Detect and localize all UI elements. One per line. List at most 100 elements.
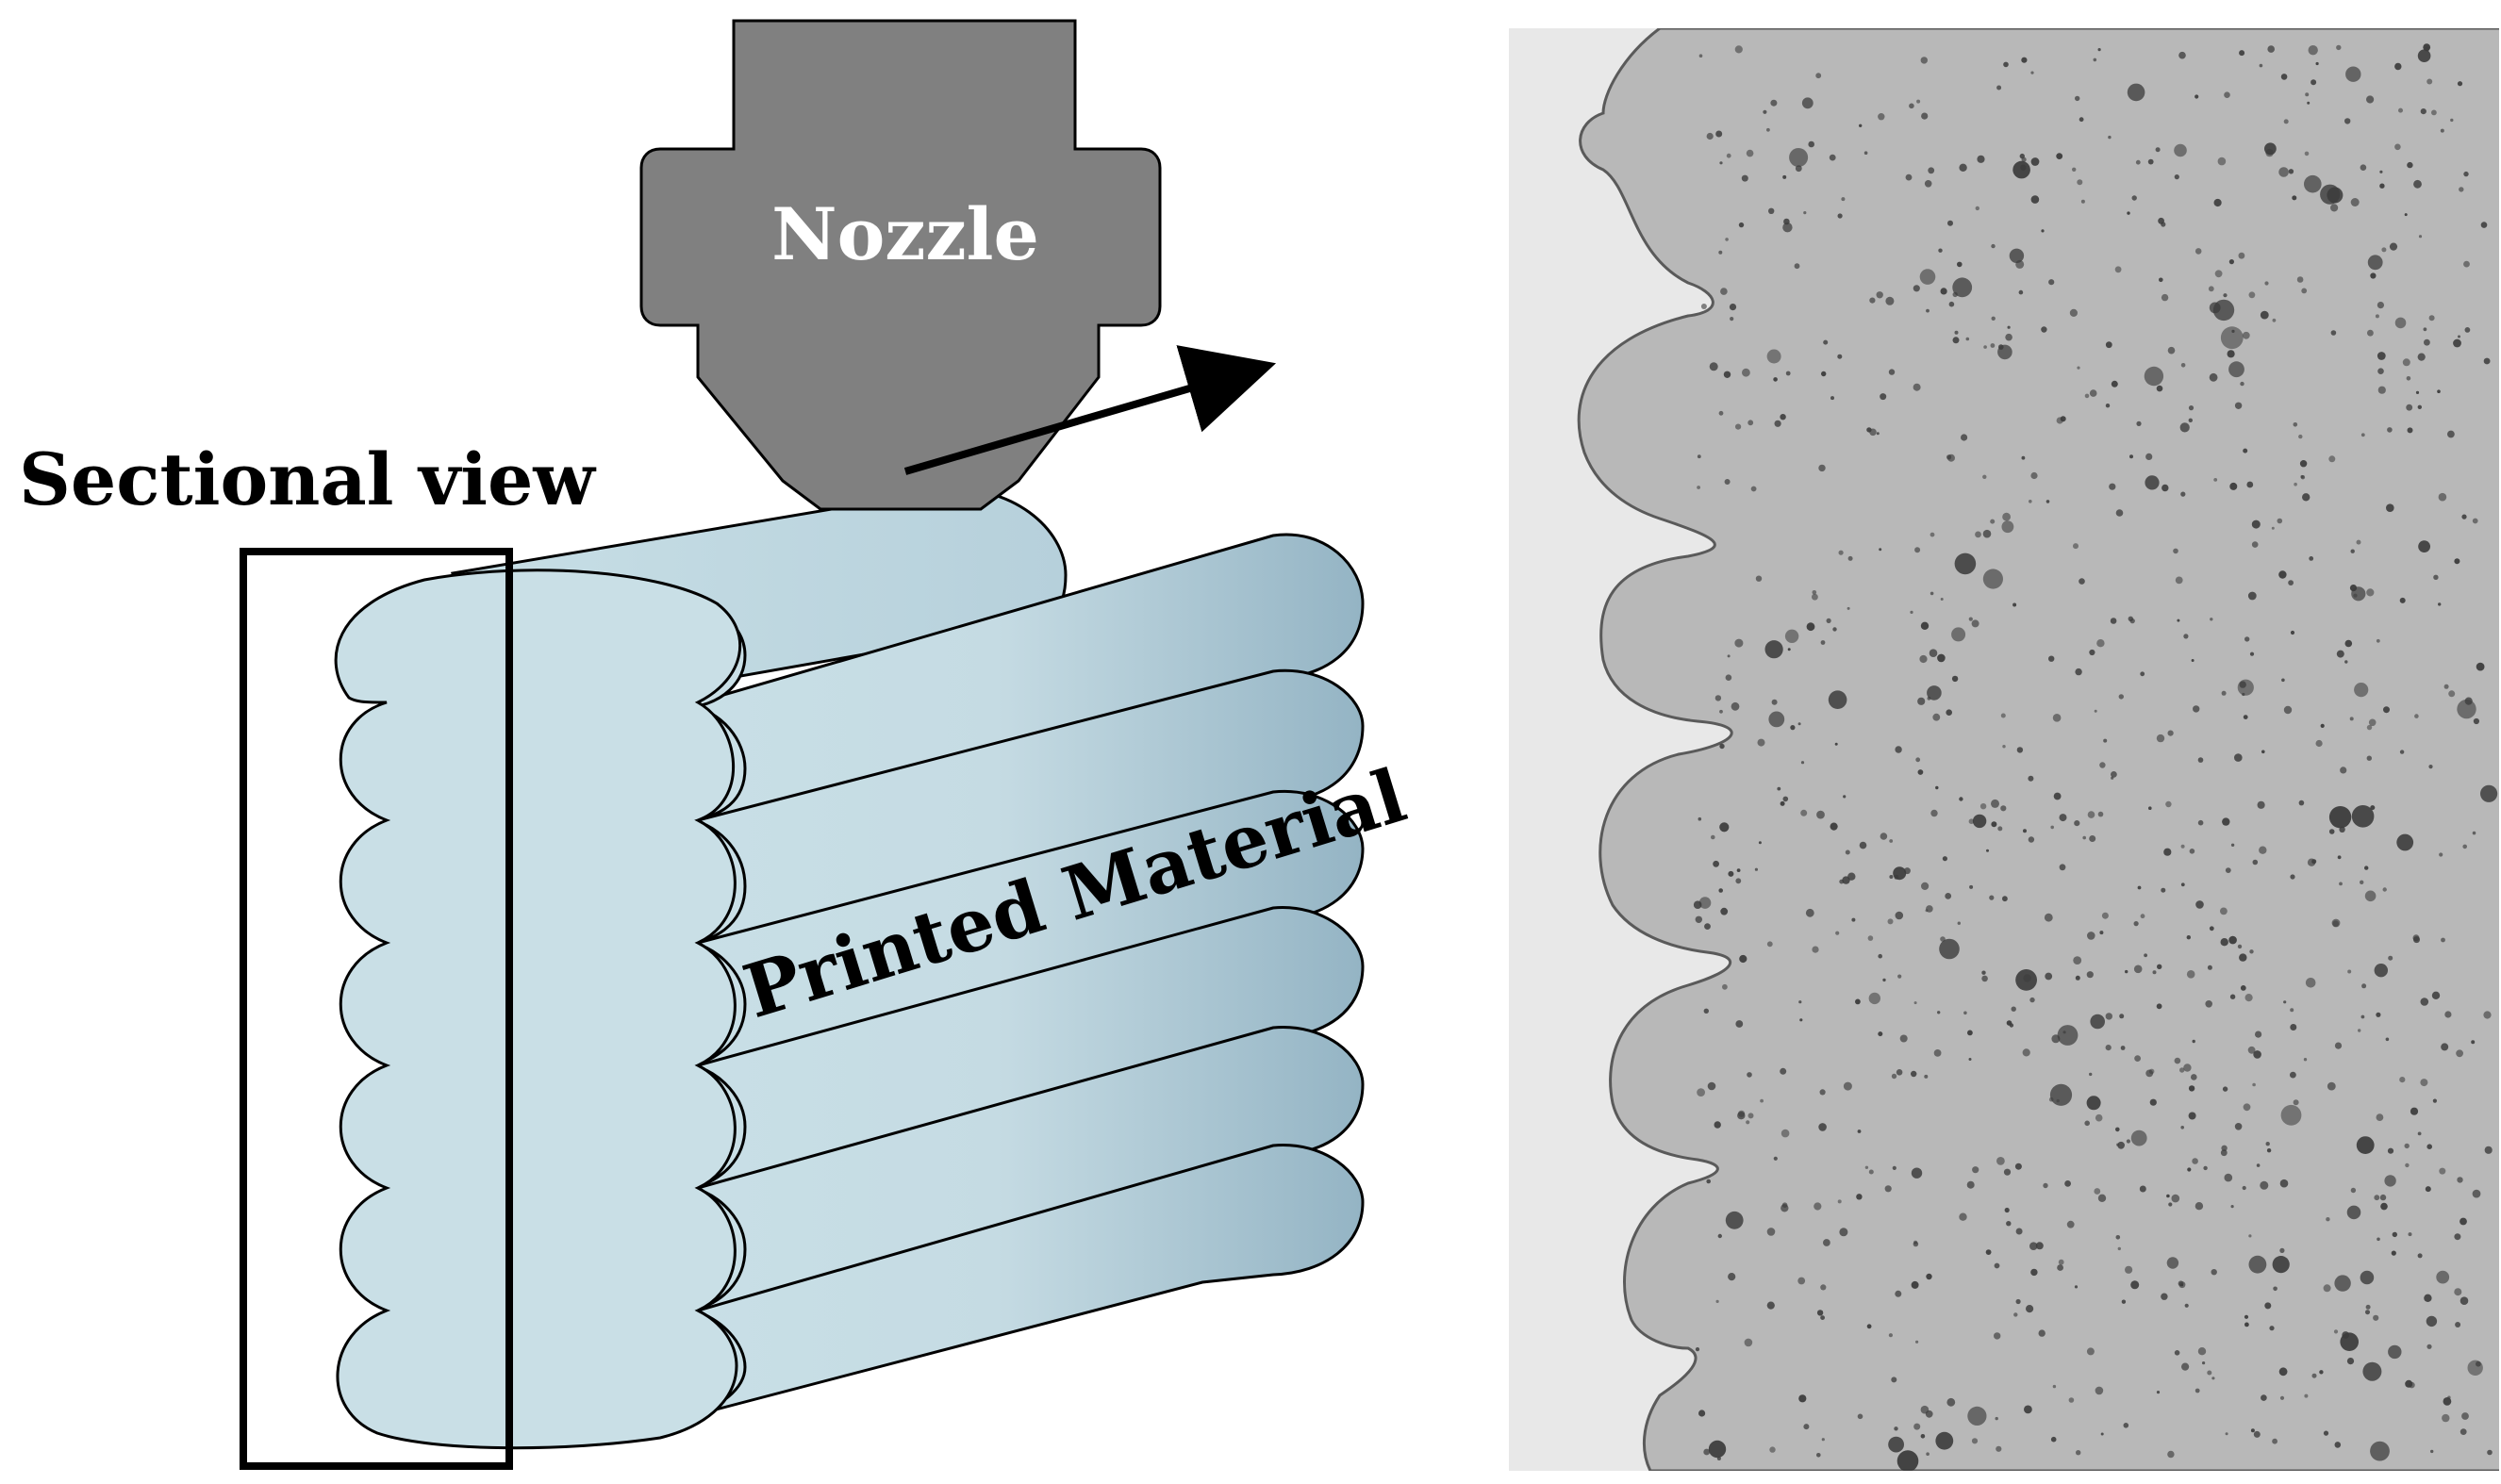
pore: [1996, 1157, 2005, 1165]
pore: [2156, 385, 2163, 392]
pore: [2484, 1146, 2493, 1154]
pore: [1780, 414, 1786, 420]
pore: [1868, 992, 1881, 1005]
pore: [1905, 173, 1913, 181]
pore: [2404, 1143, 2410, 1149]
pore: [1706, 1179, 1711, 1184]
pore: [1704, 923, 1711, 930]
pore: [2009, 248, 2025, 263]
pore: [2089, 1072, 2093, 1077]
pore: [2129, 454, 2133, 459]
pore: [1914, 547, 1921, 553]
pore: [2225, 1432, 2228, 1436]
pore: [2131, 195, 2137, 201]
pore: [2220, 938, 2228, 947]
pore: [2227, 350, 2235, 358]
pore: [2105, 1045, 2112, 1051]
pore: [2002, 745, 2006, 749]
pore: [2413, 179, 2422, 189]
pore: [2192, 1158, 2198, 1164]
pore: [1719, 161, 1723, 165]
pore: [2030, 1268, 2038, 1277]
pore: [1913, 1001, 1917, 1005]
pore: [1959, 797, 1963, 801]
pore: [1940, 936, 1946, 942]
pore: [2256, 1163, 2261, 1167]
pore: [1768, 711, 1785, 728]
pore: [2188, 1112, 2196, 1120]
pore: [2018, 289, 2024, 295]
pore: [1711, 834, 1715, 840]
pore: [1700, 304, 1707, 309]
pore: [2413, 936, 2420, 944]
pore: [2279, 1395, 2285, 1400]
pore: [2364, 890, 2377, 902]
pore: [2029, 997, 2035, 1003]
pore: [2264, 1302, 2272, 1310]
pore: [2457, 1177, 2463, 1183]
pore: [2438, 492, 2447, 502]
pore: [1847, 872, 1856, 881]
pore: [2052, 714, 2062, 722]
pore: [2222, 817, 2230, 826]
pore: [2460, 1217, 2467, 1226]
pore: [2052, 1384, 2057, 1389]
pore: [2165, 800, 2172, 808]
pore: [2116, 1143, 2120, 1146]
pore: [2213, 478, 2218, 482]
pore: [2326, 1217, 2330, 1222]
pore: [2003, 61, 2009, 68]
pore: [2383, 706, 2390, 714]
pore: [2380, 1202, 2388, 1211]
pore: [1821, 1438, 1825, 1442]
pore: [2002, 896, 2008, 902]
pore: [2257, 800, 2265, 809]
pore: [2237, 944, 2243, 949]
pore: [1884, 1185, 1892, 1193]
pore: [1790, 725, 1796, 731]
pore: [1829, 154, 1836, 161]
pore: [2351, 805, 2375, 828]
pore: [2385, 1037, 2390, 1042]
pore: [1718, 250, 1723, 255]
pore: [2406, 404, 2413, 411]
pore: [1798, 1000, 1802, 1004]
pore: [1851, 917, 1856, 922]
pore: [2016, 747, 2024, 753]
pore: [2148, 1068, 2155, 1075]
pore: [1726, 153, 1731, 158]
pore: [2296, 276, 2304, 283]
pore: [2059, 814, 2067, 822]
pore: [2441, 1043, 2449, 1051]
pore: [2283, 705, 2293, 715]
pore: [2424, 1294, 2432, 1303]
pore: [2376, 638, 2380, 643]
pore: [2253, 1430, 2261, 1438]
pore: [2377, 368, 2384, 375]
pore: [1879, 548, 1882, 552]
pore: [1801, 97, 1814, 109]
pore: [2125, 969, 2128, 974]
pore: [2224, 91, 2230, 98]
pore: [2261, 1394, 2267, 1401]
pore: [1920, 621, 1930, 630]
pore: [1888, 369, 1896, 375]
pore: [2167, 346, 2176, 355]
pore: [2093, 58, 2097, 62]
pore: [1896, 1450, 1919, 1471]
pore: [1994, 1332, 2001, 1340]
pore: [2023, 829, 2027, 833]
pore: [2293, 1099, 2299, 1106]
pore: [2366, 724, 2373, 731]
pore: [2029, 500, 2032, 503]
pore: [2417, 49, 2431, 62]
pore: [2099, 762, 2106, 768]
pore: [2405, 1162, 2410, 1168]
pore: [2394, 143, 2401, 151]
pore: [1781, 1202, 1788, 1208]
pore: [1946, 1397, 1956, 1407]
pore: [1915, 757, 1921, 763]
pore: [2168, 1202, 2173, 1207]
pore: [1798, 1394, 1807, 1403]
pore: [2192, 1039, 2195, 1044]
